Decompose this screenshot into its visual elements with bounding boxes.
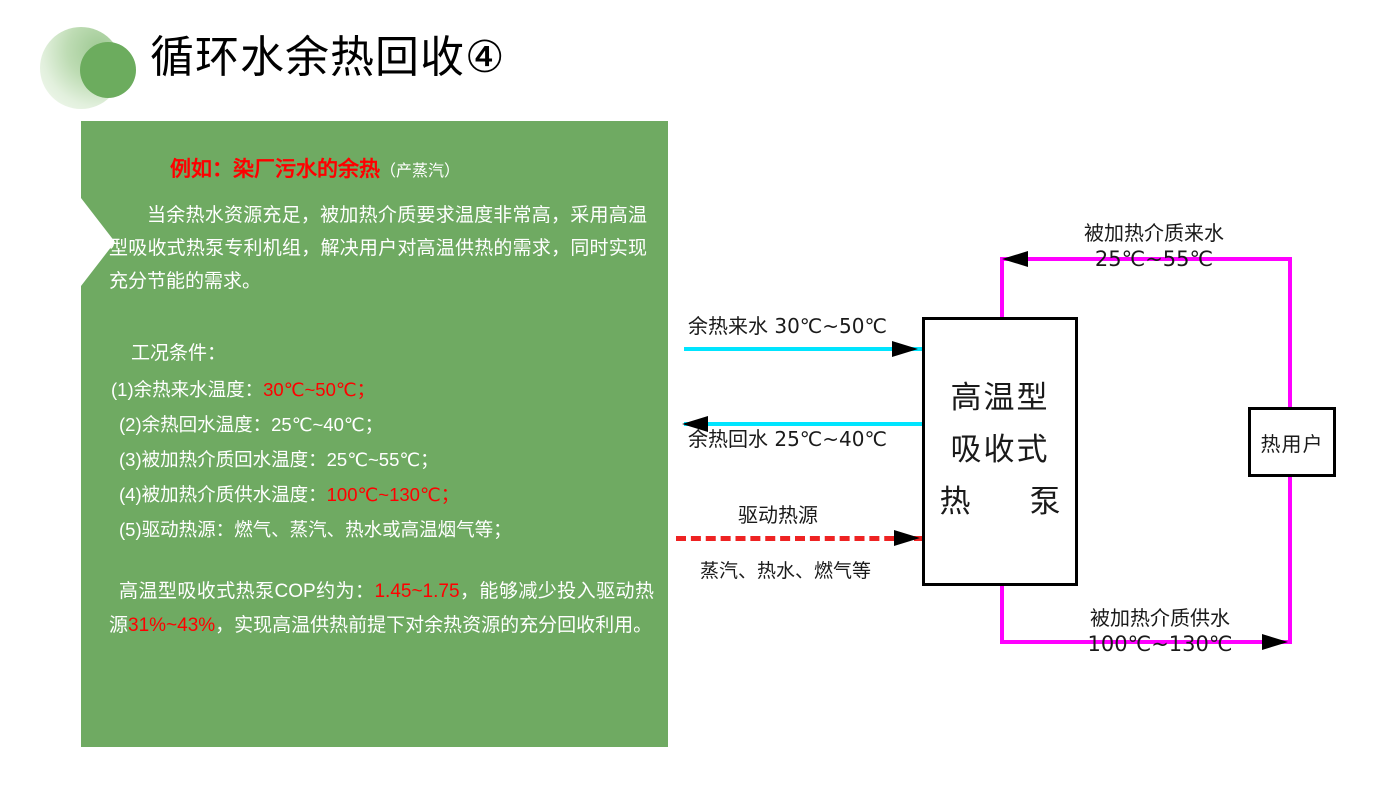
slide-header: 循环水余热回收④ — [0, 0, 1400, 120]
arrow-right-icon-heated-out — [1262, 634, 1288, 650]
heat-pump-label: 高温型 吸收式 热 泵 — [925, 372, 1075, 528]
heat-pump-label-line1: 高温型 — [950, 380, 1050, 416]
condition-item-5: (5)驱动热源：燃气、蒸汽、热水或高温烟气等； — [111, 512, 656, 547]
condition-value-4: 100℃~130℃； — [326, 484, 460, 505]
brand-logo-icon — [38, 22, 146, 118]
label-drive-heat-source: 驱动热源 — [738, 503, 818, 527]
pipe-waste-heat-supply — [684, 347, 924, 351]
heat-user-box: 热用户 — [1248, 407, 1336, 477]
label-heated-medium-supply-text: 被加热介质来水 — [1084, 221, 1224, 245]
pipe-drive-heat-source — [676, 536, 924, 541]
arrow-right-icon-drive — [894, 530, 920, 546]
condition-value-3: 25℃~55℃； — [326, 449, 439, 470]
cop-text-2: ，能够减少投入驱动热源 — [109, 581, 654, 636]
condition-label-4: (4)被加热介质供水温度： — [119, 484, 327, 505]
condition-value-2: 25℃~40℃； — [271, 414, 384, 435]
condition-value-5: 燃气、蒸汽、热水或高温烟气等； — [234, 519, 512, 540]
pipe-heated-loop-bottom — [1000, 640, 1292, 644]
arrow-left-icon-waste-out — [682, 416, 708, 432]
label-heated-medium-supply: 被加热介质来水 25℃~55℃ — [1014, 220, 1294, 272]
label-heated-medium-outlet-temp: 100℃~130℃ — [1087, 632, 1233, 656]
condition-label-1: (1)余热来水温度： — [111, 379, 264, 400]
conditions-list: (1)余热来水温度：30℃~50℃； (2)余热回水温度：25℃~40℃； (3… — [111, 372, 656, 547]
condition-item-2: (2)余热回水温度：25℃~40℃； — [111, 407, 656, 442]
label-waste-heat-return: 余热回水 25℃~40℃ — [688, 427, 887, 451]
label-heated-medium-supply-temp: 25℃~55℃ — [1094, 247, 1214, 271]
pipe-heated-loop-right-upper — [1288, 257, 1292, 443]
cop-saving: 31%~43% — [128, 615, 216, 636]
pipe-heated-loop-left-lower — [1000, 584, 1004, 644]
heat-pump-label-line3: 热 泵 — [939, 484, 1075, 520]
heat-user-label: 热用户 — [1260, 431, 1324, 456]
cop-value: 1.45~1.75 — [374, 581, 460, 602]
intro-paragraph: 当余热水资源充足，被加热介质要求温度非常高，采用高温型吸收式热泵专利机组，解决用… — [109, 205, 647, 292]
label-drive-heat-source-sub: 蒸汽、热水、燃气等 — [700, 560, 872, 582]
arrow-right-icon-waste-in — [892, 341, 918, 357]
label-heated-medium-outlet-text: 被加热介质供水 — [1090, 606, 1230, 630]
example-heading-sub: （产蒸汽） — [380, 163, 461, 180]
cop-text-1: 高温型吸收式热泵COP约为： — [119, 581, 375, 602]
pipe-waste-heat-return — [684, 422, 924, 426]
cop-paragraph: 高温型吸收式热泵COP约为：1.45~1.75，能够减少投入驱动热源31%~43… — [109, 575, 654, 643]
condition-item-4: (4)被加热介质供水温度：100℃~130℃； — [111, 477, 656, 512]
condition-value-1: 30℃~50℃； — [263, 379, 376, 400]
heat-pump-label-line2: 吸收式 — [950, 432, 1050, 468]
condition-item-3: (3)被加热介质回水温度：25℃~55℃； — [111, 442, 656, 477]
label-heated-medium-outlet: 被加热介质供水 100℃~130℃ — [1010, 605, 1310, 657]
example-heading: 例如：染厂污水的余热（产蒸汽） — [170, 153, 460, 183]
heat-pump-box: 高温型 吸收式 热 泵 — [922, 317, 1078, 586]
condition-label-2: (2)余热回水温度： — [119, 414, 272, 435]
pipe-heated-loop-top — [1000, 257, 1292, 261]
heat-pump-system-diagram: 高温型 吸收式 热 泵 热用户 余热来水 30℃~50℃ 余热回水 25℃~40… — [660, 180, 1400, 720]
conditions-title: 工况条件： — [131, 343, 227, 364]
label-waste-heat-supply: 余热来水 30℃~50℃ — [688, 314, 887, 338]
page-title: 循环水余热回收④ — [150, 32, 506, 83]
pipe-heated-loop-right-lower — [1288, 443, 1292, 643]
condition-label-5: (5)驱动热源： — [119, 519, 235, 540]
example-heading-main: 例如：染厂污水的余热 — [170, 158, 380, 181]
condition-label-3: (3)被加热介质回水温度： — [119, 449, 327, 470]
info-panel: 例如：染厂污水的余热（产蒸汽） 当余热水资源充足，被加热介质要求温度非常高，采用… — [81, 121, 668, 747]
arrow-left-icon-heated-in — [1002, 251, 1028, 267]
condition-item-1: (1)余热来水温度：30℃~50℃； — [111, 372, 656, 407]
pipe-heated-loop-left-upper — [1000, 257, 1004, 319]
cop-text-3: ，实现高温供热前提下对余热资源的充分回收利用。 — [215, 615, 653, 636]
logo-solid-circle — [80, 42, 136, 98]
